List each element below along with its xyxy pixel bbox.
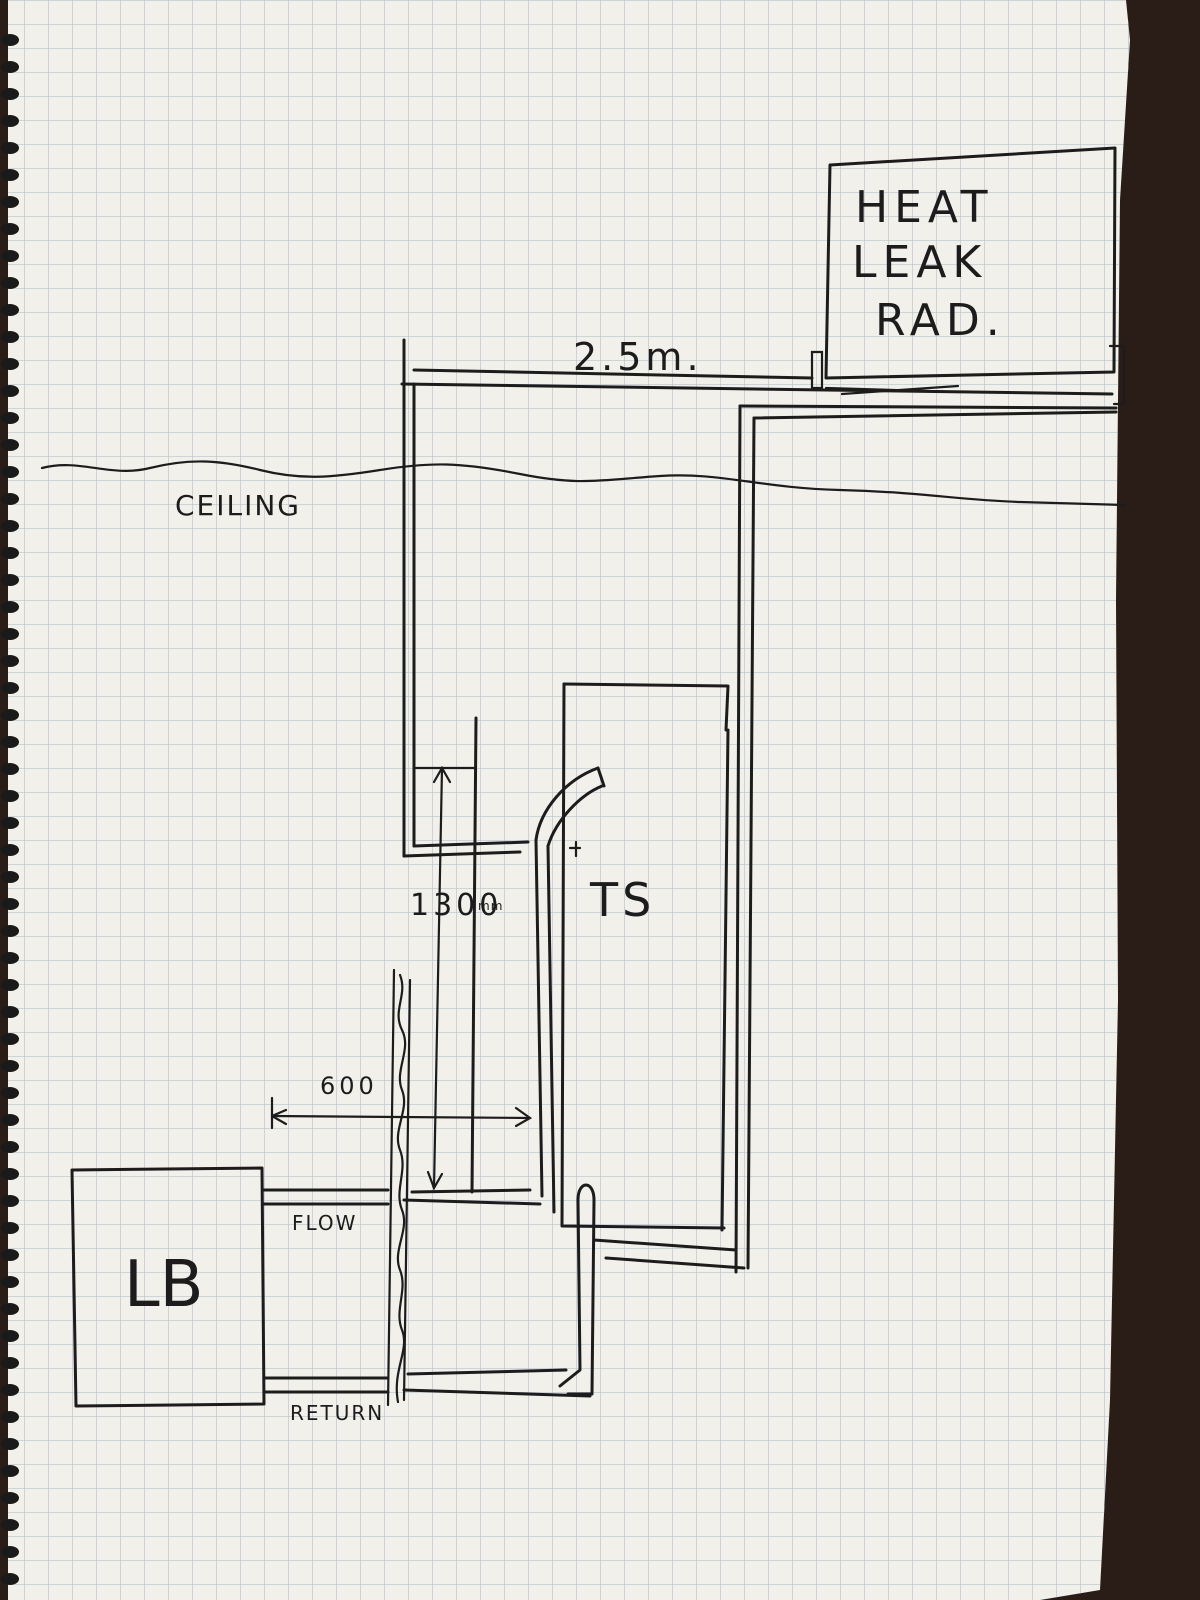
binding-ring	[1, 709, 19, 721]
binding-ring	[1, 1465, 19, 1477]
binding-ring	[1, 196, 19, 208]
return-riser	[402, 1183, 596, 1398]
thermal-store: TS	[560, 682, 730, 1232]
radiator-label-line2: LEAK	[852, 237, 987, 288]
thermal-store-label: TS	[589, 873, 655, 927]
boiler-connections: FLOW RETURN	[262, 1188, 390, 1425]
spiral-binding	[1, 34, 19, 1585]
binding-ring	[1, 952, 19, 964]
pipe-length-label: 2.5m.	[573, 335, 703, 379]
left-drop-pipe	[402, 338, 530, 858]
height-dimension: 1300 mm	[410, 765, 503, 1191]
binding-ring	[1, 574, 19, 586]
binding-ring	[1, 1033, 19, 1045]
binding-ring	[1, 1303, 19, 1315]
binding-ring	[1, 520, 19, 532]
binding-ring	[1, 1087, 19, 1099]
binding-ring	[1, 682, 19, 694]
radiator-label-line3: RAD.	[875, 295, 1006, 346]
binding-ring	[1, 1573, 19, 1585]
binding-ring	[1, 1384, 19, 1396]
binding-ring	[1, 169, 19, 181]
binding-ring	[1, 628, 19, 640]
height-dimension-value: 1300	[410, 888, 502, 923]
binding-ring	[1, 493, 19, 505]
flow-riser	[402, 716, 542, 1206]
binding-ring	[1, 142, 19, 154]
binding-ring	[1, 925, 19, 937]
binding-ring	[1, 1546, 19, 1558]
binding-ring	[1, 277, 19, 289]
binding-ring	[1, 871, 19, 883]
binding-ring	[1, 34, 19, 46]
binding-ring	[1, 115, 19, 127]
binding-ring	[1, 1519, 19, 1531]
upper-pipe-run: 2.5m.	[400, 335, 1118, 420]
binding-ring	[1, 1114, 19, 1126]
binding-ring	[1, 61, 19, 73]
height-dimension-unit: mm	[478, 899, 503, 913]
binding-ring	[1, 736, 19, 748]
binding-ring	[1, 1357, 19, 1369]
binding-ring	[1, 250, 19, 262]
binding-ring	[1, 547, 19, 559]
binding-ring	[1, 655, 19, 667]
boiler-label: LB	[124, 1248, 204, 1322]
binding-ring	[1, 1141, 19, 1153]
width-dimension: 600	[270, 1072, 533, 1130]
binding-ring	[1, 304, 19, 316]
binding-ring	[1, 1438, 19, 1450]
binding-ring	[1, 1330, 19, 1342]
binding-ring	[1, 1411, 19, 1423]
binding-ring	[1, 898, 19, 910]
binding-ring	[1, 844, 19, 856]
binding-ring	[1, 412, 19, 424]
binding-ring	[1, 1492, 19, 1504]
binding-ring	[1, 1222, 19, 1234]
boiler-box: LB	[70, 1166, 266, 1408]
heat-leak-radiator: HEAT LEAK RAD.	[810, 146, 1126, 406]
binding-ring	[1, 88, 19, 100]
binding-ring	[1, 601, 19, 613]
binding-ring	[1, 331, 19, 343]
ceiling-label: CEILING	[175, 489, 301, 522]
flow-label: FLOW	[292, 1211, 357, 1235]
binding-ring	[1, 1276, 19, 1288]
binding-ring	[1, 1195, 19, 1207]
right-drop-pipe	[592, 404, 756, 1274]
wall-section	[386, 968, 412, 1407]
binding-ring	[1, 763, 19, 775]
width-dimension-value: 600	[320, 1072, 378, 1100]
binding-ring	[1, 385, 19, 397]
binding-ring	[1, 439, 19, 451]
vent-pipe	[534, 766, 606, 1214]
binding-ring	[1, 358, 19, 370]
ceiling-line: CEILING	[40, 460, 1127, 522]
binding-ring	[1, 223, 19, 235]
binding-ring	[1, 1006, 19, 1018]
binding-ring	[1, 817, 19, 829]
binding-ring	[1, 1060, 19, 1072]
binding-ring	[1, 466, 19, 478]
binding-ring	[1, 1249, 19, 1261]
binding-ring	[1, 1168, 19, 1180]
binding-ring	[1, 979, 19, 991]
radiator-label-line1: HEAT	[855, 182, 993, 233]
return-label: RETURN	[290, 1401, 384, 1425]
binding-ring	[1, 790, 19, 802]
